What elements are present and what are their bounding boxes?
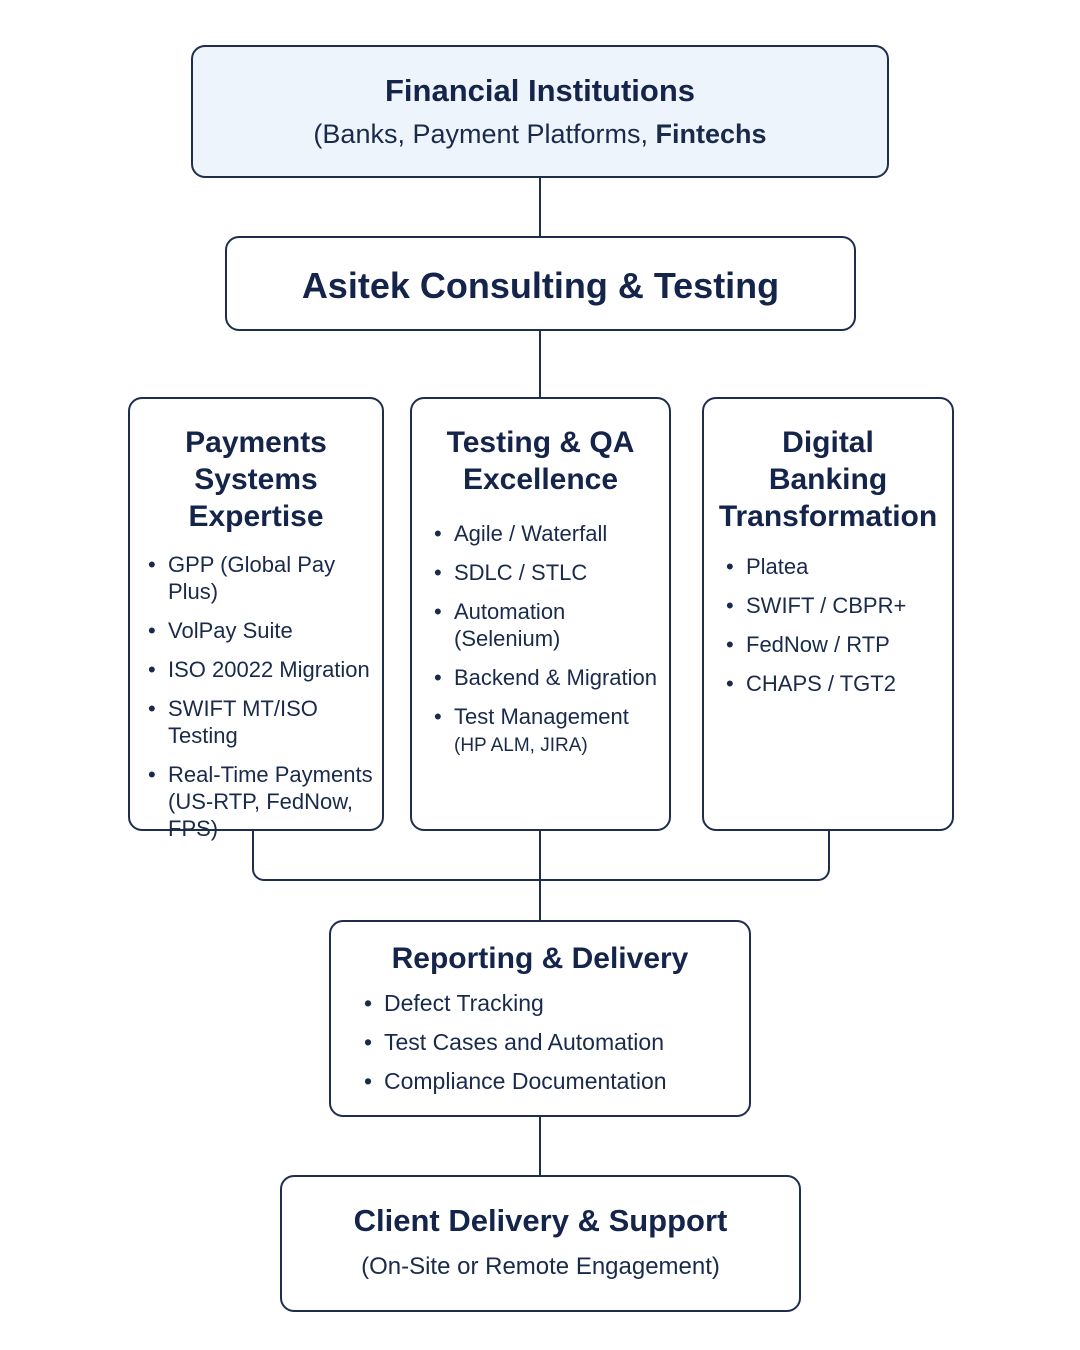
digital-banking-title-line: Transformation (718, 500, 938, 533)
digital-banking-title-line: Banking (768, 463, 888, 496)
testing-qa-list: Agile / Waterfall SDLC / STLC Automation… (434, 520, 669, 759)
reporting-delivery-title: Reporting & Delivery (391, 942, 689, 975)
digital-banking-box: Digital Banking Transformation Platea SW… (702, 397, 954, 831)
list-item: Compliance Documentation (364, 1068, 749, 1095)
testing-qa-box: Testing & QA Excellence Agile / Waterfal… (410, 397, 671, 831)
list-item: FedNow / RTP (726, 631, 952, 658)
list-item: Real-Time Payments(US-RTP, FedNow,FPS) (148, 761, 382, 842)
company-title: Asitek Consulting & Testing (301, 265, 780, 306)
reporting-delivery-list: Defect Tracking Test Cases and Automatio… (364, 990, 749, 1095)
payments-expertise-title-line: Systems (194, 463, 318, 496)
list-item: Defect Tracking (364, 990, 749, 1017)
list-item: SWIFT / CBPR+ (726, 592, 952, 619)
payments-expertise-title-line: Expertise (188, 500, 324, 533)
list-item: Agile / Waterfall (434, 520, 669, 547)
payments-expertise-title: Payments Systems Expertise (130, 424, 382, 535)
client-delivery-box: Client Delivery & Support (On-Site or Re… (280, 1175, 801, 1312)
testing-qa-title: Testing & QA Excellence (412, 424, 669, 498)
list-item: SDLC / STLC (434, 559, 669, 586)
payments-expertise-box: Payments Systems Expertise GPP (Global P… (128, 397, 384, 841)
company-box: Asitek Consulting & Testing (225, 236, 856, 331)
client-delivery-title: Client Delivery & Support (353, 1203, 728, 1238)
list-item: Backend & Migration (434, 664, 669, 691)
client-delivery-subtitle: (On-Site or Remote Engagement) (361, 1253, 720, 1280)
payments-expertise-list: GPP (Global Pay Plus) VolPay Suite ISO 2… (148, 551, 382, 842)
list-item: Automation (Selenium) (434, 598, 669, 652)
connector-company-to-columns (539, 330, 541, 398)
financial-institutions-subtitle-bold: Fintechs (655, 119, 767, 149)
financial-institutions-subtitle-prefix: (Banks, Payment Platforms, (313, 119, 656, 149)
reporting-delivery-box: Reporting & Delivery Defect Tracking Tes… (329, 920, 751, 1117)
connector-reporting-to-client (539, 1116, 541, 1176)
list-item: CHAPS / TGT2 (726, 670, 952, 697)
list-item: Platea (726, 553, 952, 580)
list-item: GPP (Global Pay Plus) (148, 551, 382, 605)
list-item: Test Cases and Automation (364, 1029, 749, 1056)
list-item: VolPay Suite (148, 617, 382, 644)
financial-institutions-box: Financial Institutions (Banks, Payment P… (191, 45, 889, 178)
list-item: Test Management(HP ALM, JIRA) (434, 703, 669, 759)
payments-expertise-title-line: Payments (185, 426, 327, 459)
list-item: ISO 20022 Migration (148, 656, 382, 683)
connector-middle-column-down (539, 830, 541, 922)
digital-banking-title-line: Digital (782, 426, 874, 459)
testing-qa-title-line: Excellence (462, 463, 619, 496)
financial-institutions-subtitle: (Banks, Payment Platforms, Fintechs (193, 119, 887, 150)
financial-institutions-title: Financial Institutions (384, 73, 695, 108)
connector-top-to-company (539, 177, 541, 237)
digital-banking-title: Digital Banking Transformation (704, 424, 952, 535)
connector-columns-bracket (252, 830, 830, 881)
digital-banking-list: Platea SWIFT / CBPR+ FedNow / RTP CHAPS … (726, 553, 952, 697)
testing-qa-title-line: Testing & QA (446, 426, 635, 459)
